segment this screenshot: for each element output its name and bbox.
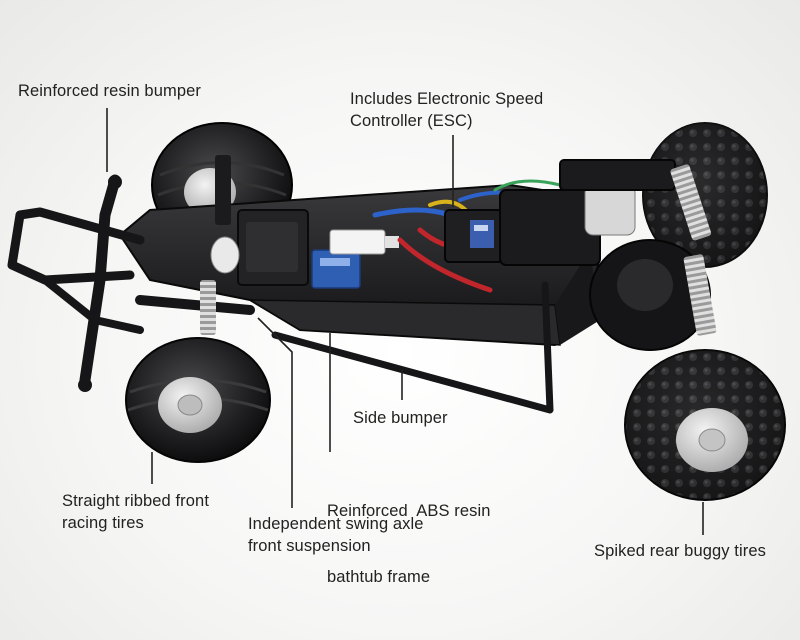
rear-tire-near [624,349,786,501]
rear-shocks [670,164,717,336]
front-tire-near [125,337,271,463]
callout-frame-line-1: Reinforced ABS resin [327,502,491,520]
callout-rear-tires-text: Spiked rear buggy tires [594,542,766,560]
callout-bumper-text: Reinforced resin bumper [18,82,201,100]
callout-frame: Reinforced ABS resin bathtub frame [327,456,491,610]
callout-front-tires: Straight ribbed front racing tires [62,490,209,534]
callout-bumper: Reinforced resin bumper [18,80,201,102]
leader-suspension [257,317,293,508]
esc-unit [444,209,504,263]
callout-suspension-line-1: Independent swing axle [248,515,424,533]
leader-lines [106,108,704,535]
callout-frame-line-2: bathtub frame [327,568,431,586]
callout-suspension: Independent swing axle front suspension [248,513,424,557]
side-bumper-rod [271,281,554,414]
battery-connector [329,229,399,255]
rear-tire-far [642,122,768,268]
callout-side-bumper: Side bumper [353,407,448,429]
callout-front-tires-line-1: Straight ribbed front [62,492,210,510]
callout-esc-line-2: Controller (ESC) [350,112,473,130]
callout-esc-line-1: Includes Electronic Speed [350,90,544,108]
callout-front-tires-line-2: racing tires [62,514,144,532]
callout-suspension-line-2: front suspension [248,537,371,555]
servo [210,209,309,286]
receiver [311,249,361,289]
front-suspension [135,155,255,335]
callout-side-bumper-text: Side bumper [353,409,448,427]
front-bumper [7,174,145,392]
callout-esc: Includes Electronic Speed Controller (ES… [350,88,543,132]
callout-rear-tires: Spiked rear buggy tires [594,540,766,562]
